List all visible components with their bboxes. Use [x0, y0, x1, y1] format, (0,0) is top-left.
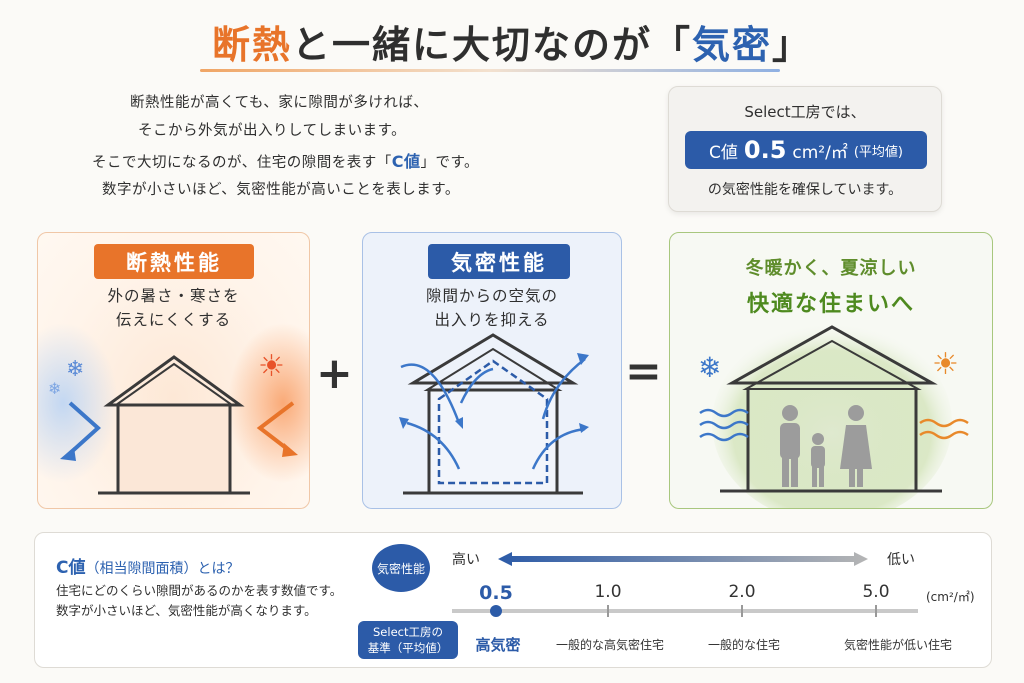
intro-line-3a: そこで大切になるのが、住宅の隙間を表す「 — [92, 155, 392, 171]
tick-name-general-high: 一般的な高気密住宅 — [555, 638, 664, 652]
select-card-line-3: の気密性能を確保しています。 — [707, 182, 903, 198]
select-card-line-1: Select工房では、 — [744, 103, 866, 121]
sun-icon: ☀ — [258, 349, 285, 384]
insulation-desc-2: 伝えにくくする — [115, 311, 232, 329]
c-value-badge: C値 0.5 cm²/㎡ (平均値) — [685, 131, 927, 169]
tick-name-low: 気密性能が低い住宅 — [843, 638, 952, 652]
intro-line-3: そこで大切になるのが、住宅の隙間を表す「C値」です。 — [92, 152, 479, 173]
badge-note: (平均値) — [853, 144, 903, 160]
comfort-line-1: 冬暖かく、夏涼しい — [745, 258, 917, 279]
title-end: 」 — [772, 23, 813, 67]
badge-unit: cm²/㎡ — [792, 142, 848, 163]
snowflake-icon: ❄ — [66, 357, 85, 382]
insulation-label: 断熱性能 — [94, 244, 254, 279]
comfort-panel: ❄ ☀ — [669, 232, 993, 509]
family-house-illustration — [699, 323, 969, 508]
title-underline — [200, 69, 780, 72]
c-value-explanation-card — [34, 532, 992, 668]
comfort-line-2: 快適な住まいへ — [746, 292, 915, 317]
tick-value-1-0: 1.0 — [594, 582, 622, 602]
airtightness-desc-2: 出入りを抑える — [434, 311, 550, 329]
equals-sign: = — [625, 346, 662, 397]
airtightness-desc-1: 隙間からの空気の — [425, 287, 558, 305]
title-middle: と一緒に大切なのが「 — [291, 23, 692, 67]
intro-line-4: 数字が小さいほど、気密性能が高いことを表します。 — [102, 182, 460, 198]
select-standard-line-2: 基準（平均値） — [367, 641, 449, 655]
select-standard-line-1: Select工房の — [373, 624, 443, 639]
c-value-number-line — [452, 605, 918, 617]
tick-value-5-0: 5.0 — [862, 582, 890, 602]
scale-unit: (cm²/㎡) — [926, 590, 975, 604]
insulation-illustration — [38, 323, 309, 495]
tick-name-high-airtight: 高気密 — [475, 636, 521, 654]
scale-arrow — [498, 552, 868, 566]
c-value-desc-2: 数字が小さいほど、気密性能が高くなります。 — [56, 603, 317, 618]
airtightness-scale-label: 気密性能 — [372, 544, 430, 592]
sun-icon: ☀ — [932, 347, 959, 382]
badge-value: 0.5 — [743, 136, 787, 164]
scale-low-label: 低い — [887, 552, 915, 568]
c-value-heading: C値（相当隙間面積）とは？ — [56, 553, 239, 578]
tick-value-2-0: 2.0 — [728, 582, 756, 602]
tick-name-general: 一般的な住宅 — [707, 638, 780, 652]
airtightness-label: 気密性能 — [428, 244, 570, 279]
badge-prefix: C値 — [709, 142, 738, 163]
c-value-heading-main: C値 — [56, 558, 86, 578]
plus-sign: + — [316, 348, 353, 399]
intro-line-2: そこから外気が出入りしてしまいます。 — [138, 123, 407, 139]
snowflake-small-icon: ❄ — [48, 379, 62, 398]
tick-value-0-5: 0.5 — [479, 582, 513, 604]
intro-line-1: 断熱性能が高くても、家に隙間が多ければ、 — [130, 95, 429, 111]
airtightness-illustration — [399, 333, 589, 495]
title-airtight: 気密 — [692, 23, 773, 67]
page-title: 断熱と一緒に大切なのが「気密」 — [0, 14, 1024, 69]
c-value-heading-sub: （相当隙間面積）とは？ — [85, 561, 240, 577]
title-insulation: 断熱 — [211, 23, 292, 67]
insulation-desc-1: 外の暑さ・寒さを — [107, 287, 240, 305]
select-standard-badge: Select工房の 基準（平均値） — [358, 621, 458, 659]
scale-high-label: 高い — [452, 552, 480, 568]
c-value-desc-1: 住宅にどのくらい隙間があるのかを表す数値です。 — [56, 583, 343, 598]
snowflake-icon: ❄ — [698, 351, 722, 384]
intro-cvalue: C値 — [391, 152, 421, 171]
intro-line-3b: 」です。 — [420, 155, 480, 171]
select-koubou-card: Select工房では、 C値 0.5 cm²/㎡ (平均値) の気密性能を確保し… — [668, 86, 942, 212]
